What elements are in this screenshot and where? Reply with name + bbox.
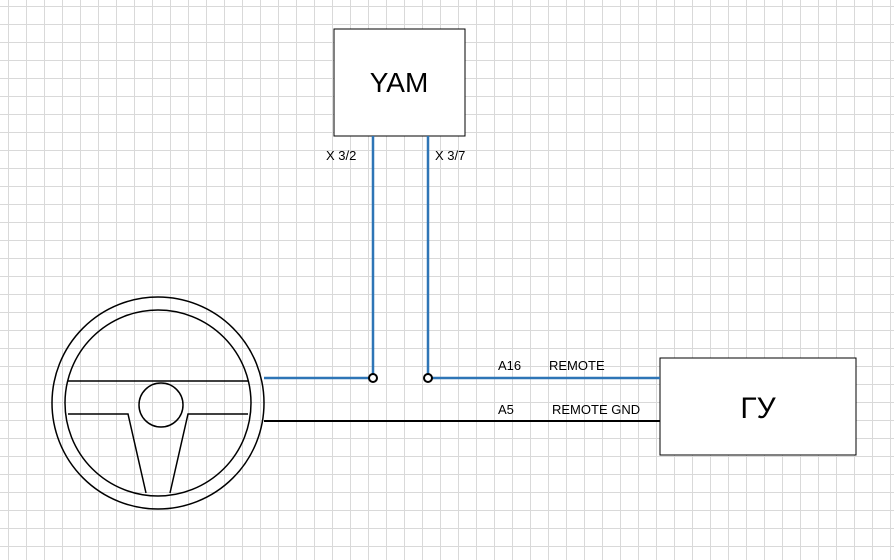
steering-wheel-icon [51, 296, 265, 510]
pin-label-x3-2: X 3/2 [326, 148, 356, 163]
pin-label-x3-7: X 3/7 [435, 148, 465, 163]
gu-label: ГУ [740, 392, 776, 425]
terminal-x3-2 [368, 373, 378, 383]
yam-label: YAM [370, 67, 429, 98]
blue-wires [264, 136, 660, 380]
gu-box [659, 357, 857, 456]
wire-label-remote-gnd: REMOTE GND [552, 402, 640, 417]
wire-label-remote: REMOTE [549, 358, 605, 373]
yam-box [333, 28, 466, 137]
pin-label-a16: A16 [498, 358, 521, 373]
terminal-x3-7 [423, 373, 433, 383]
pin-label-a5: A5 [498, 402, 514, 417]
